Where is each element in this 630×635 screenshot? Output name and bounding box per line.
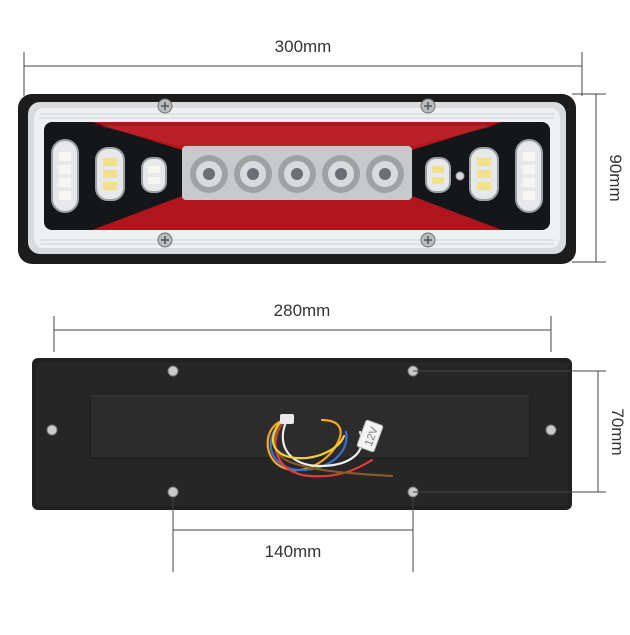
lens-icon [366, 155, 404, 193]
led-strip-icon [95, 147, 125, 201]
screw-icon [157, 232, 173, 248]
bottom-width-dimension [53, 316, 552, 352]
led-strip-icon [141, 157, 167, 193]
led-strip-icon [425, 157, 451, 193]
bottom-width-label: 280mm [274, 301, 331, 320]
tail-light-front [18, 94, 576, 264]
led-strip-icon [515, 139, 543, 213]
bottom-height-dimension [413, 370, 606, 493]
top-height-label: 90mm [606, 154, 625, 201]
tail-light-back: 12V [32, 358, 572, 510]
screw-icon [157, 98, 173, 114]
screw-icon [46, 424, 58, 436]
hole-spacing-dimension [172, 497, 414, 572]
lens-icon [190, 155, 228, 193]
bottom-height-label: 70mm [608, 408, 627, 455]
screw-icon [545, 424, 557, 436]
top-width-label: 300mm [275, 37, 332, 56]
lens-icon [322, 155, 360, 193]
screw-icon [167, 365, 179, 377]
lens-icon [278, 155, 316, 193]
led-strip-icon [469, 147, 499, 201]
screw-icon [167, 486, 179, 498]
top-height-dimension [572, 93, 606, 263]
wire-bundle [266, 414, 394, 478]
wire-tag: 12V [356, 419, 384, 453]
lens-icon [234, 155, 272, 193]
led-strip-icon [51, 139, 79, 213]
hole-spacing-label: 140mm [265, 542, 322, 561]
screw-icon [420, 98, 436, 114]
screw-icon [420, 232, 436, 248]
wire-grommet [280, 414, 294, 424]
top-width-dimension [23, 52, 583, 96]
